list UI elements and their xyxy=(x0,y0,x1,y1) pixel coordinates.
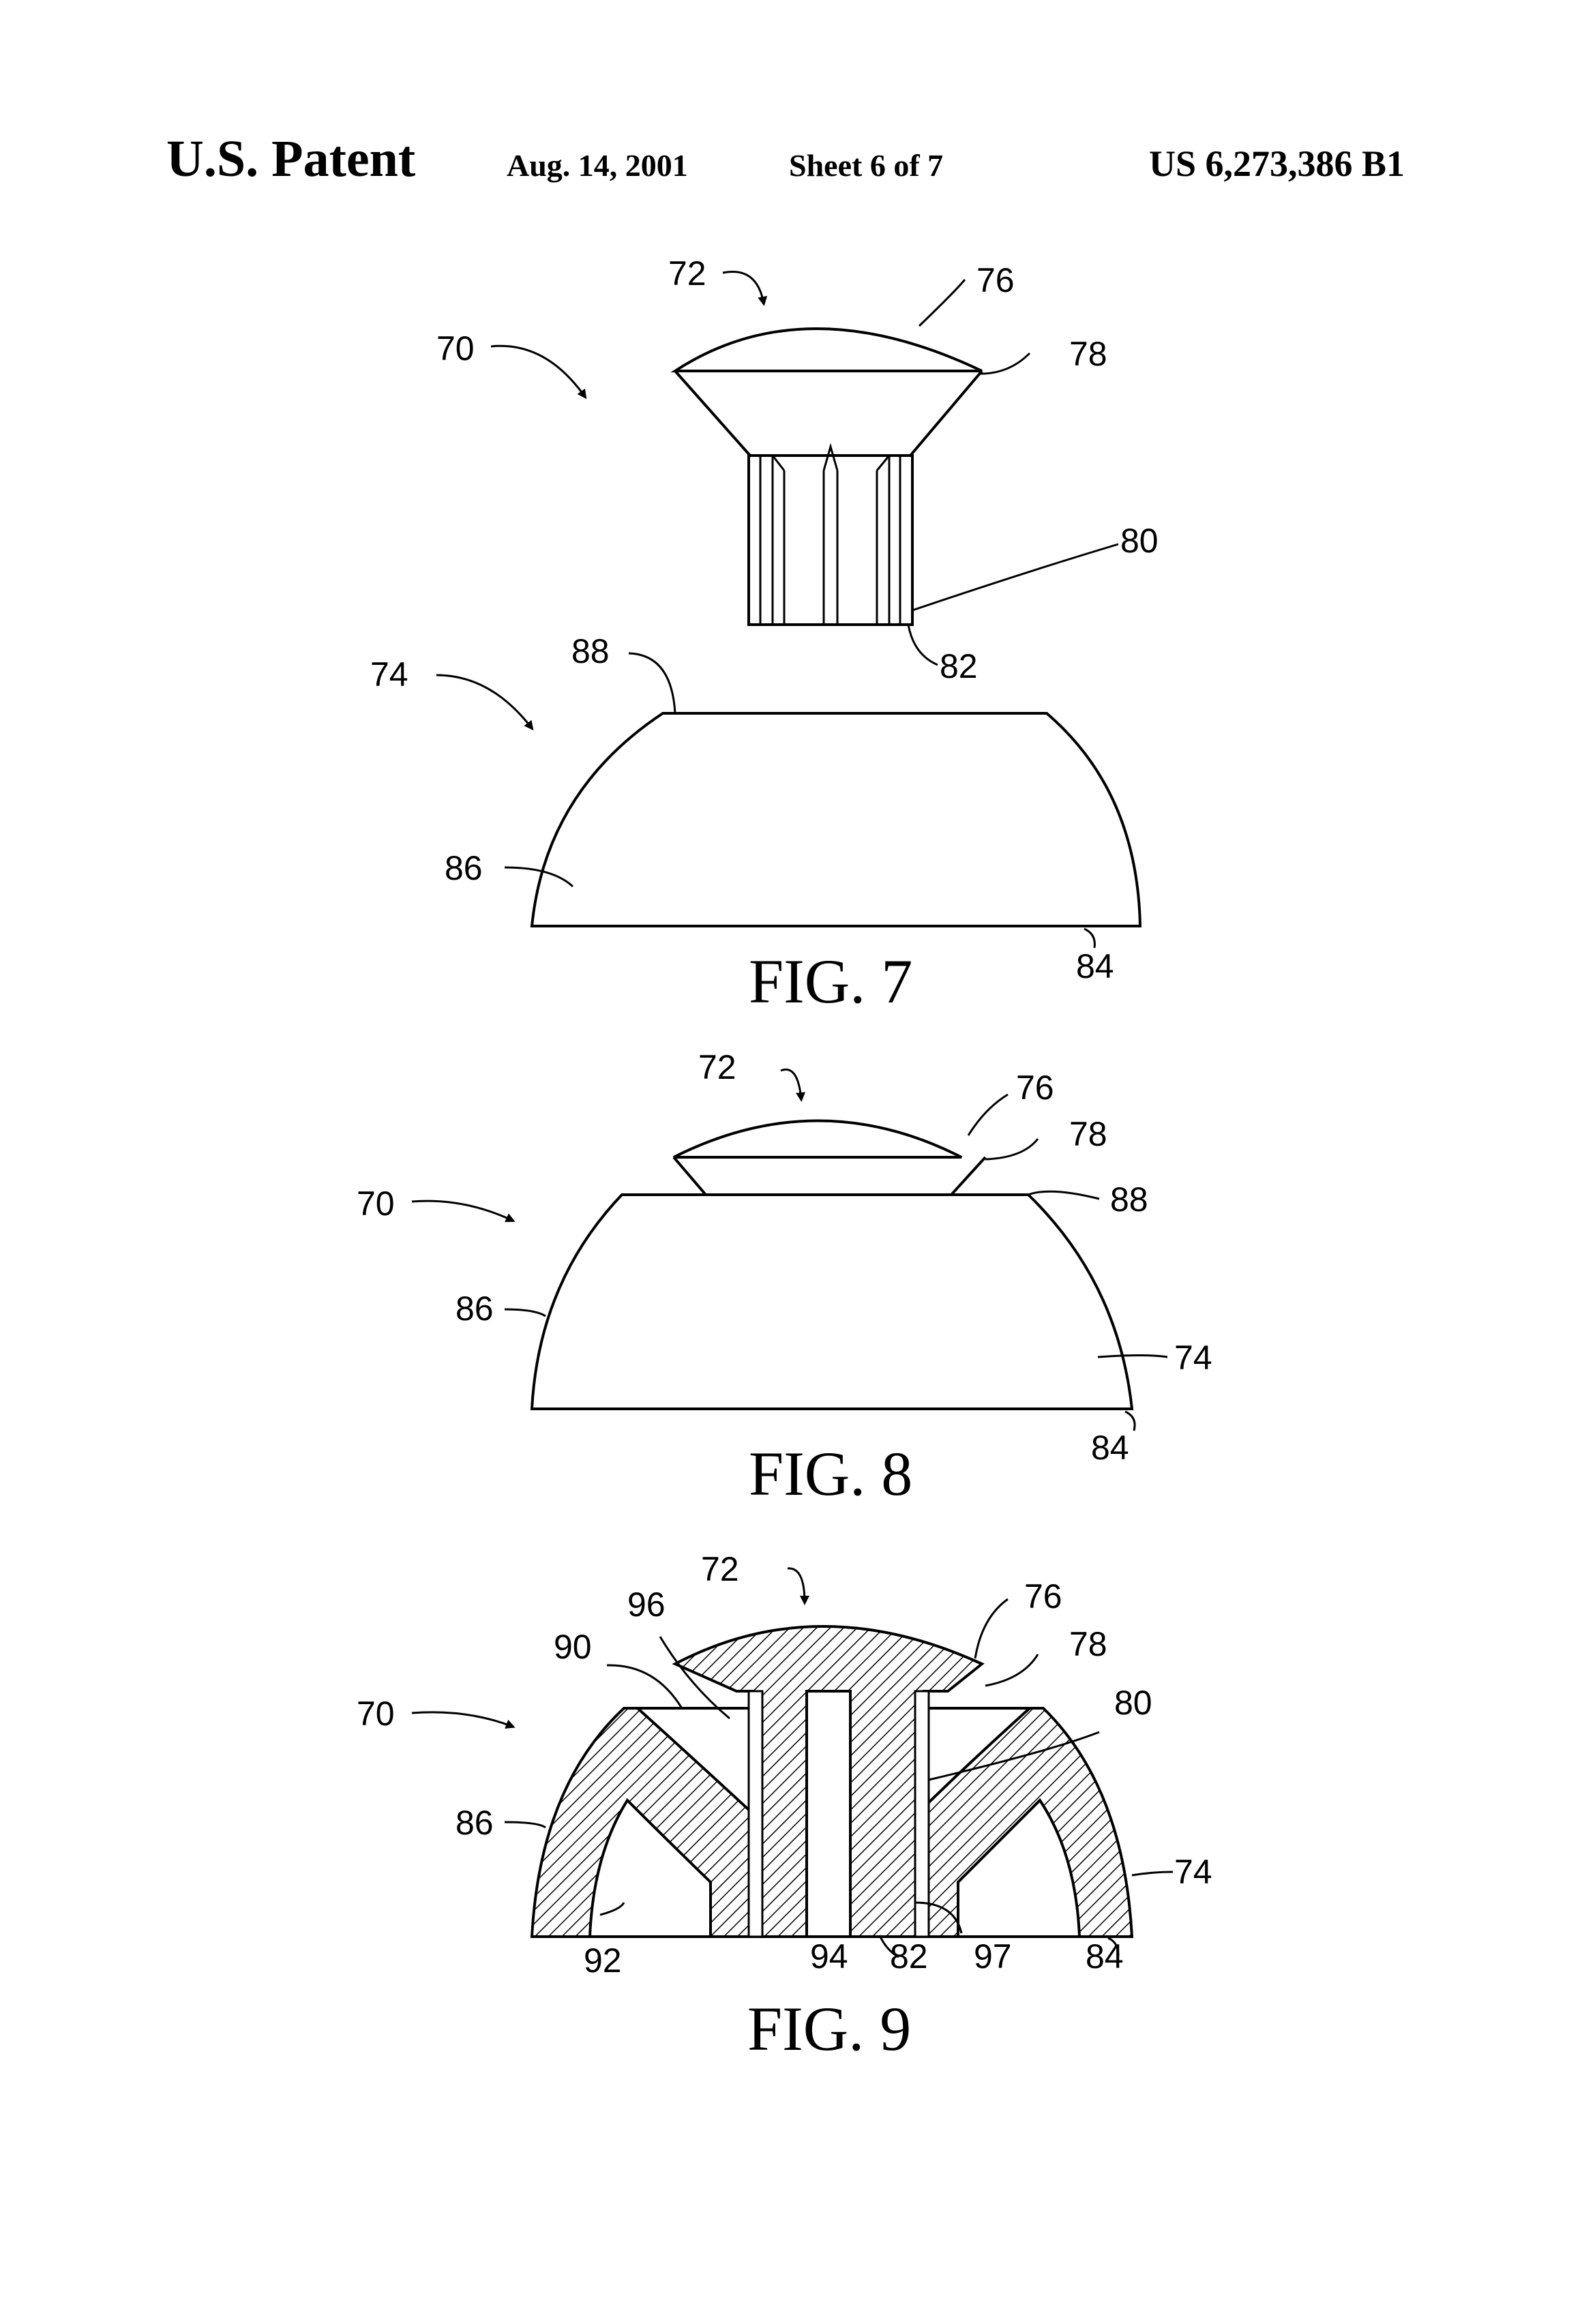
ref-84: 84 xyxy=(1091,1429,1129,1467)
base-wall-left-74 xyxy=(530,1707,758,1938)
cap-cone-78 xyxy=(674,370,983,457)
base-wall-right-74 xyxy=(912,1707,1134,1938)
fig-9-caption: FIG. 9 xyxy=(747,1994,911,2064)
cap-dome-76 xyxy=(670,327,983,372)
ref-72: 72 xyxy=(698,1048,736,1086)
base-dome-74 xyxy=(530,712,1142,927)
patent-number: US 6,273,386 B1 xyxy=(1149,143,1405,184)
ref-86: 86 xyxy=(456,1804,494,1842)
ref-78: 78 xyxy=(1069,1115,1107,1153)
stem-80 xyxy=(747,454,914,626)
ref-74: 74 xyxy=(1174,1853,1212,1891)
ref-70: 70 xyxy=(436,329,475,368)
fig-8-caption: FIG. 8 xyxy=(749,1439,912,1508)
ref-72: 72 xyxy=(701,1550,739,1588)
ref-97: 97 xyxy=(974,1937,1012,1976)
patent-title: U.S. Patent xyxy=(166,130,416,188)
figure-7: 72 70 76 78 80 82 74 88 86 84 FIG. 7 xyxy=(370,254,1159,1016)
ref-78: 78 xyxy=(1069,1625,1107,1663)
sheet-number: Sheet 6 of 7 xyxy=(789,148,944,183)
ref-74: 74 xyxy=(370,655,408,694)
ref-76: 76 xyxy=(1016,1069,1054,1107)
ref-86: 86 xyxy=(445,849,483,887)
ref-94: 94 xyxy=(810,1937,848,1976)
figure-8: 72 76 78 70 88 86 74 84 FIG. 8 xyxy=(357,1048,1212,1508)
stem-ribs xyxy=(759,443,901,625)
patent-date: Aug. 14, 2001 xyxy=(507,148,688,183)
ref-96: 96 xyxy=(627,1585,666,1624)
ref-80: 80 xyxy=(1114,1684,1152,1722)
ref-70: 70 xyxy=(357,1695,395,1733)
fig-7-caption: FIG. 7 xyxy=(749,947,912,1016)
bore-94 xyxy=(805,1690,852,1938)
ref-74: 74 xyxy=(1174,1339,1212,1377)
ref-86: 86 xyxy=(456,1290,494,1328)
ref-76: 76 xyxy=(1024,1577,1062,1615)
ref-84: 84 xyxy=(1076,947,1114,985)
ref-90: 90 xyxy=(554,1628,592,1666)
ref-80: 80 xyxy=(1120,522,1159,560)
ref-88: 88 xyxy=(571,632,610,670)
ref-82: 82 xyxy=(940,647,978,685)
ref-82: 82 xyxy=(890,1937,928,1976)
ref-72: 72 xyxy=(668,254,706,293)
ref-92: 92 xyxy=(584,1941,622,1980)
ref-76: 76 xyxy=(976,261,1015,299)
ref-88: 88 xyxy=(1110,1180,1148,1219)
base-dome-74 xyxy=(530,1193,1134,1410)
ref-78: 78 xyxy=(1069,335,1107,373)
ref-84: 84 xyxy=(1086,1937,1124,1976)
ref-70: 70 xyxy=(357,1185,395,1223)
figure-9: 72 76 96 78 90 80 70 86 74 92 94 82 97 8… xyxy=(357,1550,1212,2064)
cap-cone-78 xyxy=(672,1156,987,1196)
cap-dome-76 xyxy=(673,1119,962,1159)
